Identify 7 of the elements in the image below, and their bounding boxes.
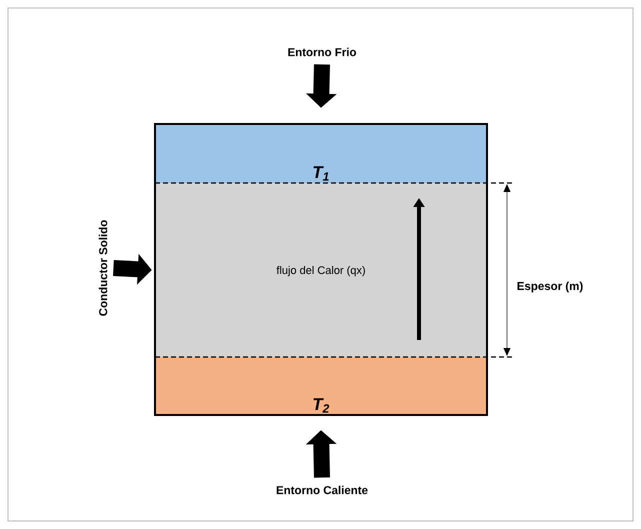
side-label: Conductor Solido: [98, 220, 108, 316]
solid-layer: flujo del Calor (qx): [155, 183, 487, 357]
environment-label: Entorno Caliente: [276, 486, 368, 494]
environment-label: Entorno Frio: [288, 48, 356, 56]
dimension-label: Espesor (m): [518, 282, 583, 292]
cold-layer: T$_{1}$: [155, 124, 487, 183]
hot-layer: T$_{2}$: [155, 356, 487, 415]
